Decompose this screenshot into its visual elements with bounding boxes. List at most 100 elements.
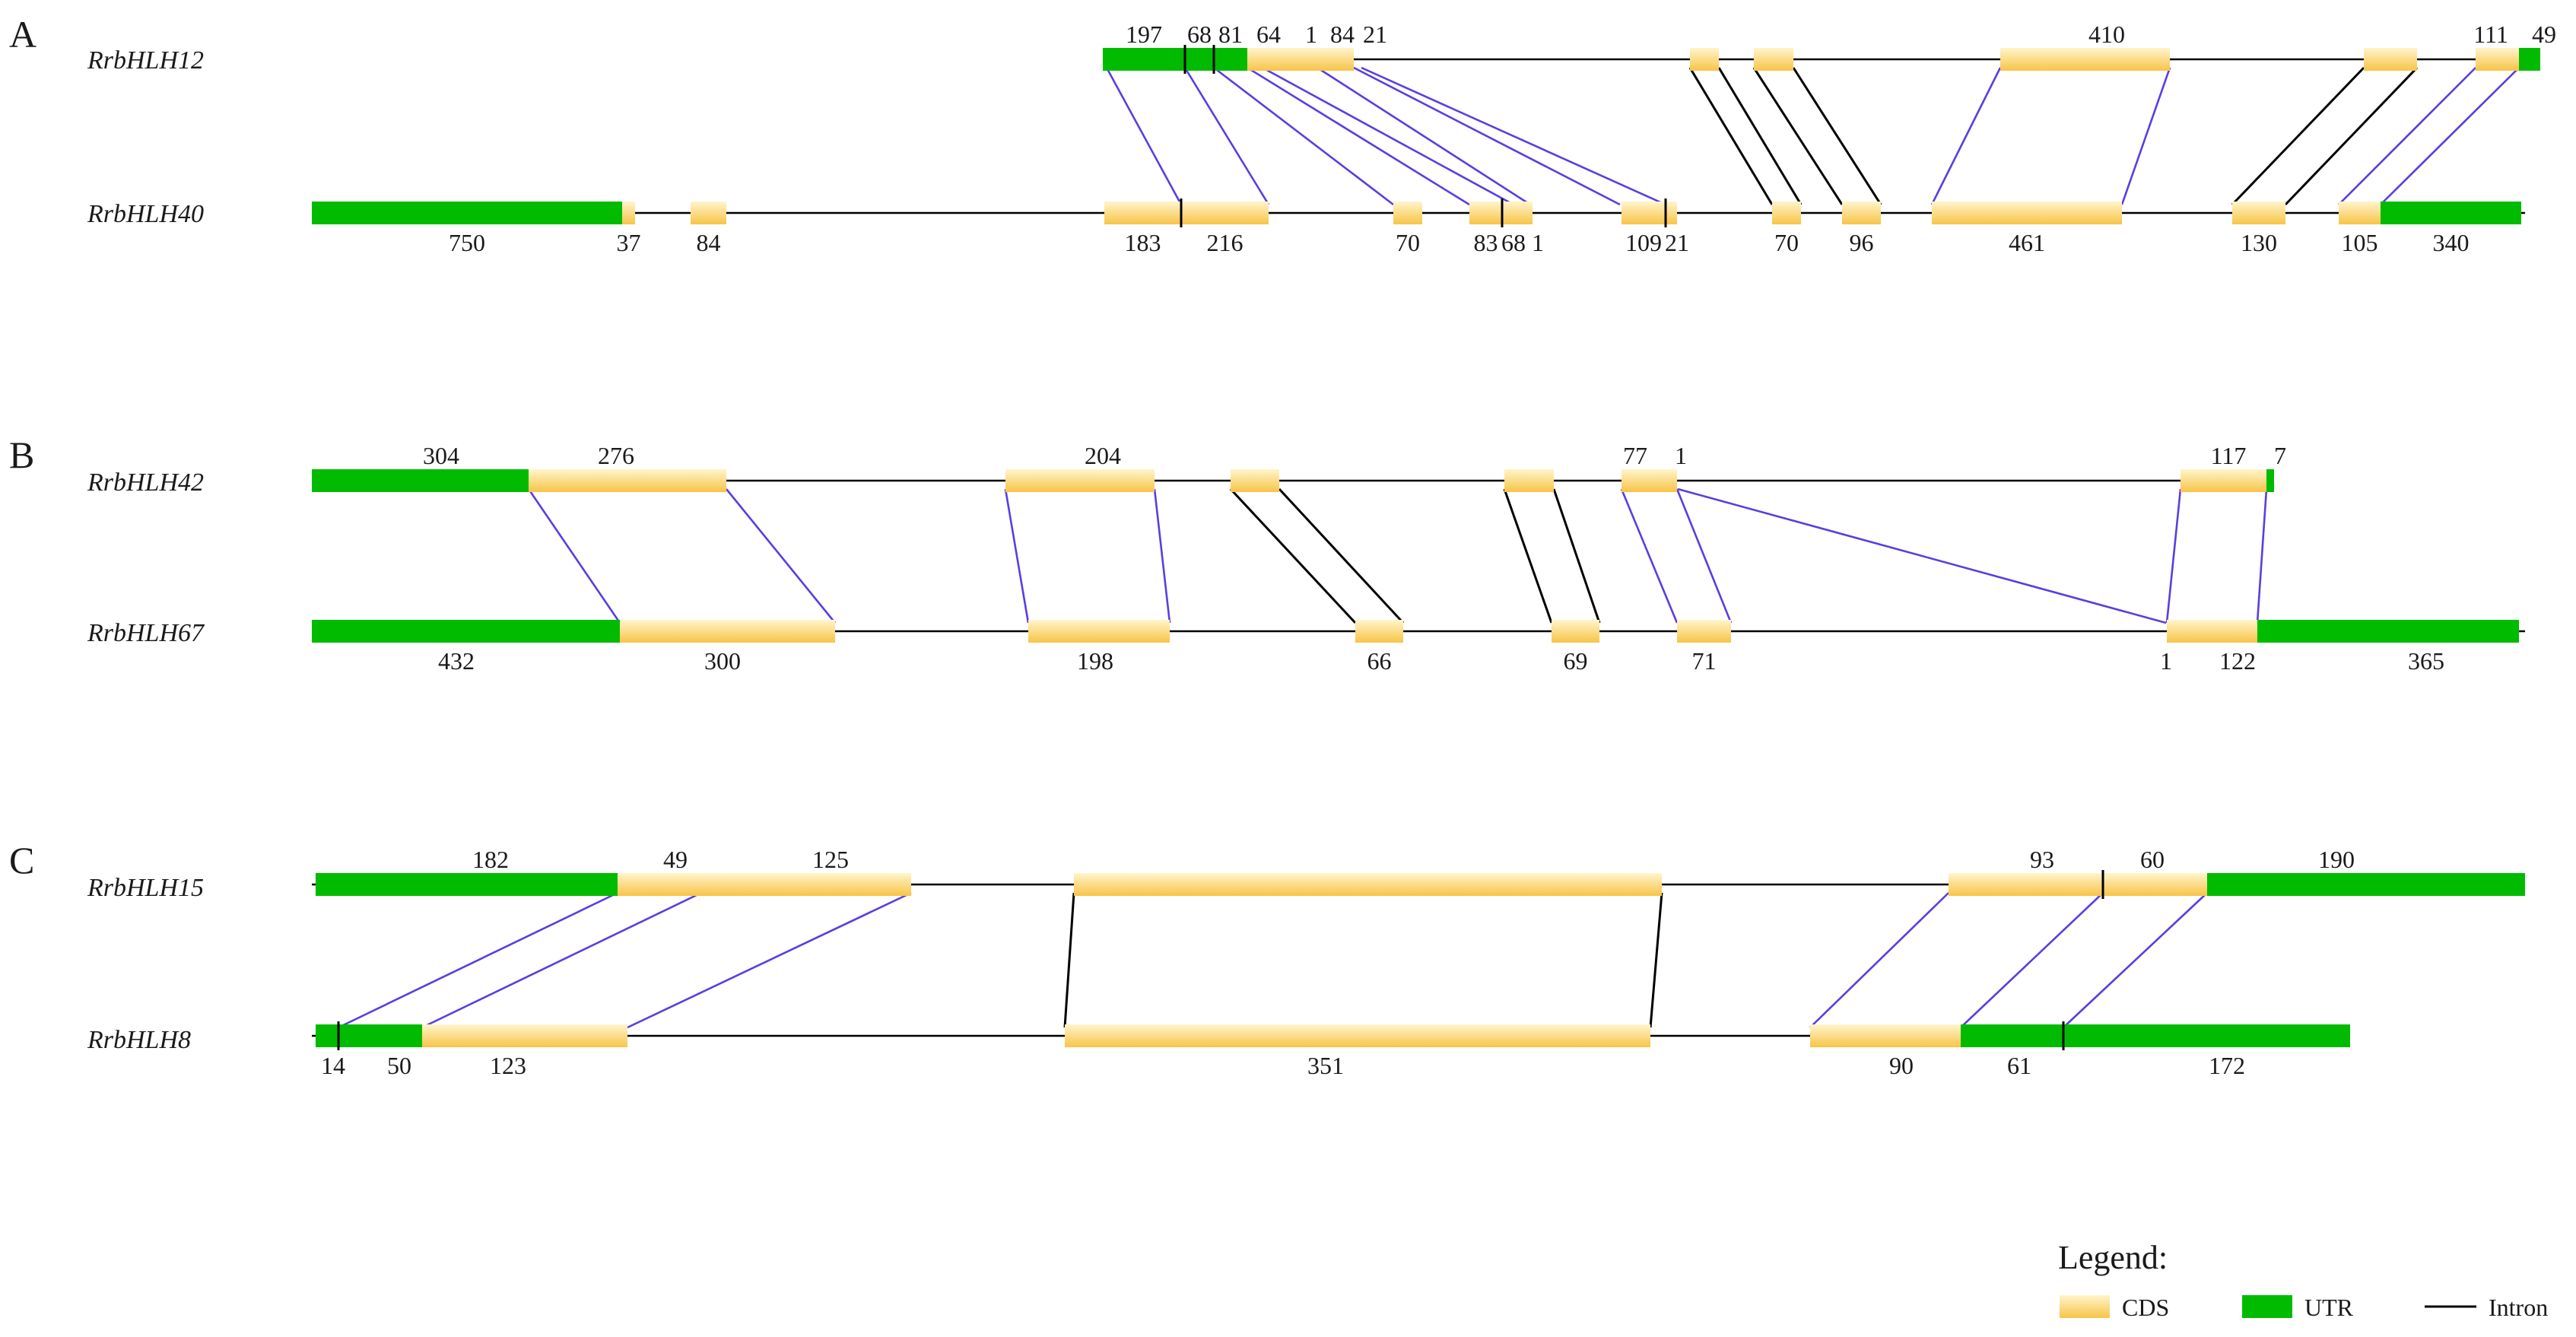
segment-length-label: 21 [1363,21,1387,48]
segment-length-label: 1 [1305,21,1317,48]
utr-segment-rrbhlh40 [312,202,622,224]
segment-length-label: 93 [2030,846,2054,873]
utr-segment-rrbhlh40 [2381,202,2521,224]
segment-length-label: 117 [2211,442,2247,469]
homology-connector [2338,67,2476,205]
cds-exon-rrbhlh12 [1247,48,1274,71]
cds-exon-rrbhlh40 [691,202,726,224]
homology-connector [2284,66,2419,206]
cds-exon-rrbhlh12 [1754,48,1793,71]
segment-length-label: 190 [2318,846,2355,873]
cds-exon-rrbhlh67 [1028,620,1170,643]
homology-connector [2256,488,2268,624]
segment-length-label: 69 [1564,647,1588,675]
segment-length-label: 410 [2088,21,2125,48]
segment-length-label: 83 [1474,229,1498,256]
cds-exon-rrbhlh42 [1622,469,1677,492]
homology-connector [1063,892,1075,1028]
homology-connector [338,891,618,1029]
cds-exon-rrbhlh40 [1393,202,1422,224]
cds-exon-rrbhlh42 [1504,469,1554,492]
segment-length-label: 340 [2433,229,2470,256]
homology-connector [1677,487,2167,624]
homology-connector [1353,66,1621,206]
homology-connector [1262,66,1514,206]
homology-connector [1552,488,1601,624]
utr-segment-rrbhlh67 [312,620,620,643]
homology-connector [1688,67,1774,205]
segment-length-label: 84 [697,229,721,256]
utr-segment-rrbhlh15 [2207,873,2525,896]
cds-exon-rrbhlh40 [1104,202,1181,224]
segment-length-label: 70 [1396,229,1420,256]
legend-cds-label: CDS [2122,1294,2169,1321]
cds-exon-rrbhlh12 [2476,48,2519,71]
cds-exon-rrbhlh12 [1274,48,1317,71]
cds-exon-rrbhlh8 [1810,1024,1961,1047]
segment-length-label: 90 [1889,1052,1914,1079]
homology-connector [1717,67,1803,205]
legend-utr-swatch [2242,1295,2292,1318]
gene-name-rrbhlh42: RrbHLH42 [87,468,204,497]
cds-exon-rrbhlh40 [1622,202,1666,224]
gene-name-rrbhlh67: RrbHLH67 [87,619,205,647]
exon-boxes [312,45,2540,1050]
homology-connector [1503,488,1553,624]
segment-length-label: 351 [1307,1052,1344,1079]
homology-connector [1361,66,1666,206]
segment-length-label: 109 [1625,229,1662,256]
utr-segment-rrbhlh12 [2519,48,2540,71]
homology-connector [627,891,912,1029]
segment-length-label: 61 [2007,1052,2031,1079]
homology-connector [2165,488,2182,624]
segment-length-label: 125 [812,846,849,873]
cds-exon-rrbhlh12 [2364,48,2417,71]
segment-length-label: 432 [438,647,475,675]
cds-exon-rrbhlh40 [1932,202,2122,224]
panel-letter-b: B [9,433,34,476]
legend-intron-label: Intron [2489,1294,2548,1321]
homology-connector [725,488,837,624]
segment-length-label: 304 [423,442,459,469]
homology-connector [1229,487,1357,624]
homology-connector [421,891,702,1029]
segment-length-label: 461 [2009,229,2045,256]
utr-segment-rrbhlh15 [316,873,618,896]
cds-exon-rrbhlh42 [529,469,726,492]
gene-name-rrbhlh12: RrbHLH12 [87,46,204,75]
segment-length-label: 68 [1187,21,1212,48]
segment-length-label: 276 [598,442,634,469]
segment-length-label: 49 [2532,21,2556,48]
cds-exon-rrbhlh12 [1317,48,1354,71]
cds-exon-rrbhlh40 [1772,202,1801,224]
legend-utr-label: UTR [2304,1294,2354,1321]
cds-exon-rrbhlh42 [1005,469,1155,492]
homology-connector [1960,892,2104,1028]
cds-exon-rrbhlh40 [1525,202,1533,224]
gene-name-rrbhlh40: RrbHLH40 [87,200,204,228]
segment-length-label: 183 [1125,229,1161,256]
cds-exon-rrbhlh40 [1181,202,1269,224]
homology-connector [1930,67,2002,205]
segment-length-label: 66 [1367,647,1392,675]
utr-segment-rrbhlh8 [1961,1024,2063,1047]
utr-segment-rrbhlh8 [2063,1024,2350,1047]
homology-connector [1752,67,1844,205]
segment-length-label: 182 [472,846,509,873]
utr-segment-rrbhlh12 [1214,48,1247,71]
segment-length-label: 81 [1218,21,1243,48]
segment-length-label: 172 [2209,1052,2245,1079]
segment-length-label: 198 [1077,647,1113,675]
utr-segment-rrbhlh8 [338,1024,422,1047]
homology-connector [1183,67,1270,205]
homology-connector [1317,66,1531,206]
homology-connector [1676,488,1733,624]
segment-length-label: 71 [1692,647,1717,675]
cds-exon-rrbhlh67 [620,620,835,643]
utr-segment-rrbhlh12 [1185,48,1214,71]
homology-connector [1213,66,1394,206]
homology-connector [2120,67,2171,205]
homology-connector [2231,66,2365,206]
segment-length-label: 49 [663,846,688,873]
